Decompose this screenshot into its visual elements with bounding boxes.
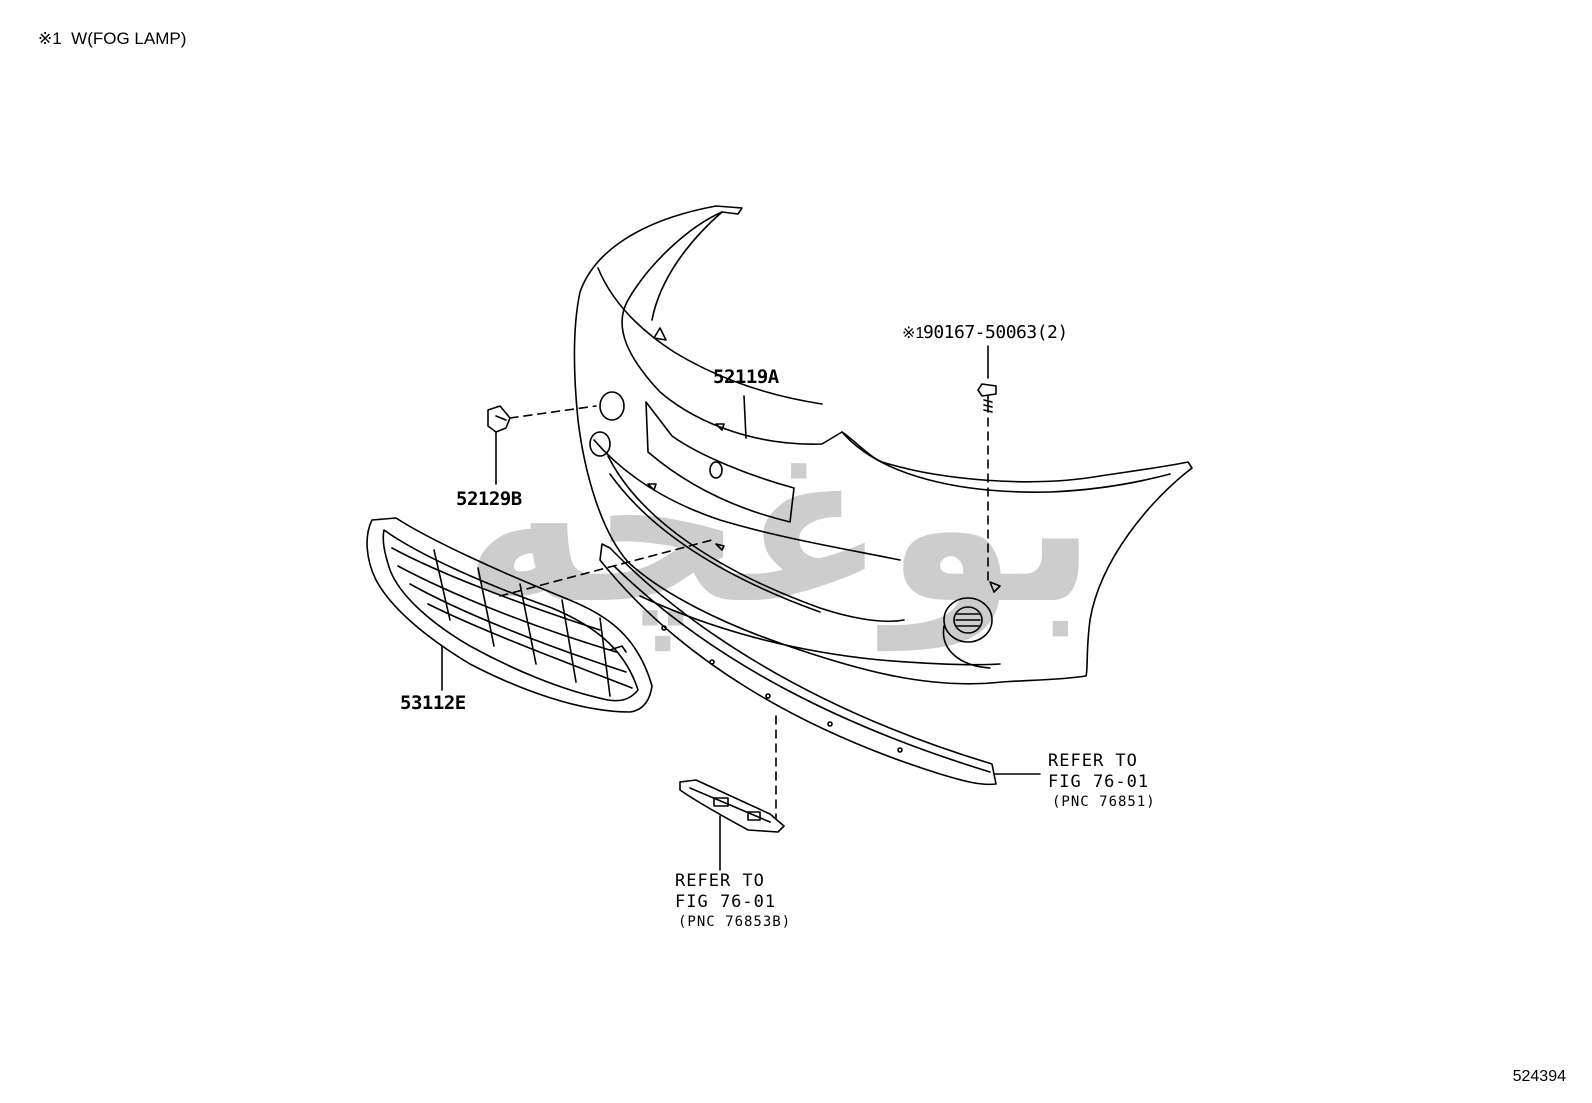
leader-lines: [441, 345, 1041, 871]
part-number-bumper[interactable]: 52119A: [713, 366, 779, 388]
watermark: بوغچه: [464, 405, 1097, 652]
figure-number: 524394: [1512, 1068, 1566, 1085]
spoiler-ref-line-2[interactable]: FIG 76-01: [1048, 772, 1150, 792]
screw-marker: ※1: [902, 325, 925, 342]
part-number-lower-grille[interactable]: 53112E: [400, 692, 466, 714]
front-bumper-cover: [573, 205, 1193, 685]
spoiler-ref-pnc: (PNC 76851): [1052, 794, 1156, 810]
bracket-ref-pnc: (PNC 76853B): [678, 914, 792, 930]
screw: [977, 383, 997, 413]
bumper-cap: [487, 405, 511, 433]
fog-lamp-note: ※1 W(FOG LAMP): [38, 29, 187, 48]
spoiler-ref-line-1: REFER TO: [1048, 751, 1138, 771]
part-number-bumper-cap[interactable]: 52129B: [456, 488, 522, 510]
bumper-bracket: [679, 779, 785, 833]
bracket-ref-line-1: REFER TO: [675, 871, 765, 891]
part-number-screw[interactable]: 90167-50063(2): [923, 322, 1068, 343]
assembly-lines: [499, 405, 989, 819]
bracket-ref-line-2[interactable]: FIG 76-01: [675, 892, 777, 912]
lower-spoiler: [599, 543, 997, 786]
lower-grille: [366, 517, 653, 713]
